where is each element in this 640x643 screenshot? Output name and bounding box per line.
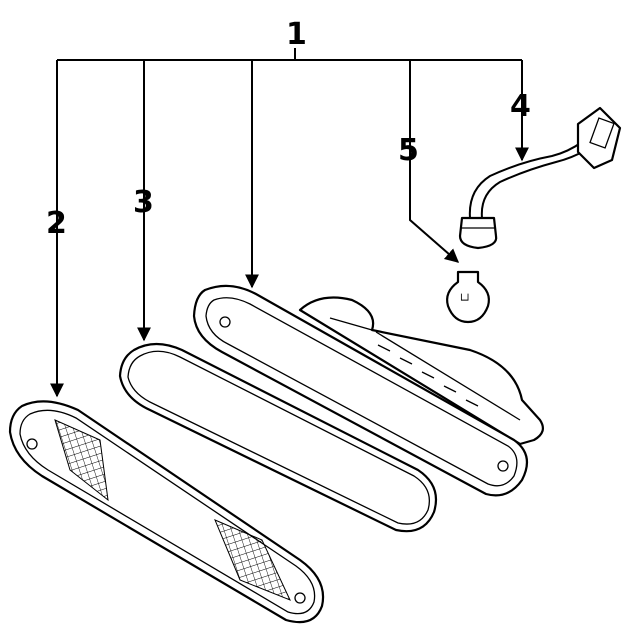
lamp-lens <box>8 400 325 624</box>
bulb-mark: └┘ <box>458 293 471 307</box>
bulb: └┘ <box>446 270 490 324</box>
lens-gasket <box>118 342 438 533</box>
socket-harness <box>458 106 622 250</box>
lamp-housing <box>298 296 545 446</box>
callout-4: 4 <box>510 89 531 124</box>
callout-1: 1 <box>286 17 307 52</box>
leader-lines <box>50 48 529 398</box>
lamp-housing-frame <box>192 284 529 497</box>
callout-5: 5 <box>398 133 419 168</box>
